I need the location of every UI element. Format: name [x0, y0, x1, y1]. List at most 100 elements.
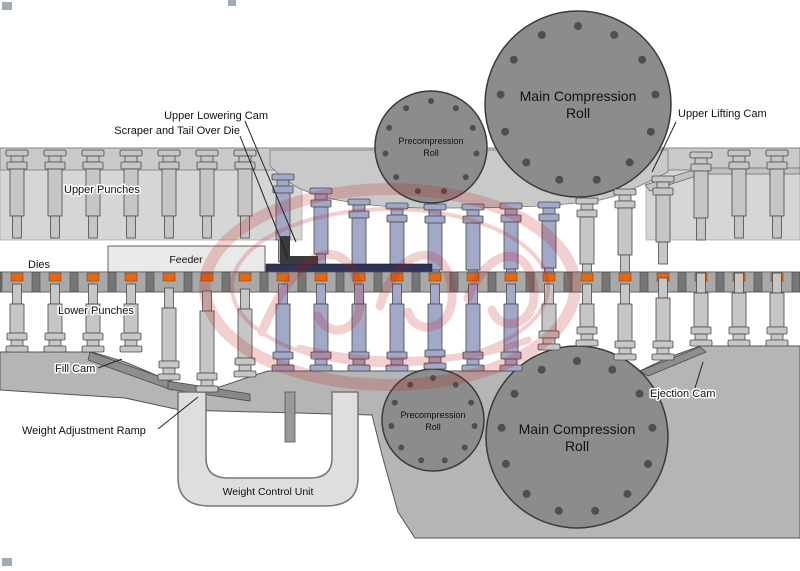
roll-bolt — [468, 399, 475, 406]
roll-bolt — [469, 124, 476, 131]
die-bore-orange — [162, 272, 176, 282]
roll-bolt — [415, 188, 421, 195]
lower-punch — [309, 283, 333, 372]
die — [115, 271, 147, 293]
weight-control-unit-housing — [177, 391, 359, 507]
lower-punch — [765, 272, 789, 347]
lower-punch — [499, 283, 523, 372]
ejection-cam-part — [639, 346, 707, 377]
upper-lowering-cam-leader — [244, 120, 297, 243]
lower-punch — [575, 283, 599, 347]
roll-bolt — [635, 389, 644, 398]
watermark-script-stroke — [257, 250, 365, 337]
bolt-ring — [382, 98, 480, 195]
upper-punch — [195, 149, 219, 239]
roll-bolt — [386, 124, 393, 131]
artifact-mark — [228, 0, 236, 6]
roll-bolt — [608, 365, 617, 374]
label-main-compression-roll-bottom-2: Roll — [565, 438, 589, 454]
roll-bolt — [496, 90, 505, 99]
upper-punch — [119, 149, 143, 239]
die-bore-orange — [352, 272, 366, 282]
roll-bolt — [452, 105, 459, 112]
lower-punch — [423, 283, 447, 370]
roll-bolt — [441, 457, 448, 464]
roll-bolt — [430, 375, 436, 381]
die-bore-orange — [10, 272, 24, 282]
upper-punch — [5, 149, 29, 239]
label-upper-lifting-cam: Upper Lifting Cam — [678, 108, 767, 120]
die-bore-orange — [48, 272, 62, 282]
label-fill-cam: Fill Cam — [55, 363, 95, 375]
roll-bolt — [452, 381, 459, 388]
roll-bolt — [591, 506, 600, 515]
label-weight-adjustment-ramp: Weight Adjustment Ramp — [22, 425, 146, 437]
roll-bolt — [625, 158, 634, 167]
lower-punch — [613, 283, 637, 361]
bolt-ring — [496, 22, 660, 184]
roll-bolt — [510, 389, 519, 398]
die — [571, 271, 603, 293]
upper-punch — [765, 149, 789, 239]
watermark-script-stroke — [375, 250, 457, 332]
roll-bolt — [461, 444, 468, 451]
scraper-and-tail-over-die-part — [280, 236, 318, 264]
roll-bolt — [537, 30, 546, 39]
die-bore-orange — [580, 272, 594, 282]
label-upper-lowering-cam: Upper Lowering Cam — [164, 110, 268, 122]
roll-bolt — [398, 444, 405, 451]
label-weight-control-unit: Weight Control Unit — [223, 486, 314, 498]
roll-bolt — [407, 381, 414, 388]
bolt-ring — [497, 357, 657, 515]
roll-bolt — [646, 127, 655, 136]
roll-bolt — [522, 158, 531, 167]
roll-bolt — [509, 55, 518, 64]
lower-punch — [43, 283, 67, 353]
ejection-cam-leader — [694, 361, 704, 389]
roll-bolt — [537, 365, 546, 374]
lower-punch — [347, 283, 371, 372]
main-compression-roll-bottom — [485, 345, 669, 529]
roll-bolt — [388, 423, 395, 429]
roll-bolt — [391, 399, 398, 406]
label-lower-punches: Lower Punches — [58, 305, 134, 317]
lower-punches-row — [5, 272, 789, 393]
label-precompression-roll-top: Precompression — [398, 136, 463, 146]
roll-bolt — [623, 489, 632, 498]
feeder-box — [107, 245, 266, 273]
roll-bolt — [462, 174, 469, 181]
lower-punch — [271, 283, 295, 372]
upper-punches-row — [5, 149, 789, 293]
label-feeder: Feeder — [169, 254, 203, 266]
lower-punch — [81, 283, 105, 353]
die — [39, 271, 71, 293]
lower-punch — [537, 283, 561, 351]
die-bore-orange — [200, 272, 214, 282]
watermark-script-stroke — [463, 251, 539, 329]
fill-cam-part — [87, 351, 173, 391]
label-scraper-tail-over-die: Scraper and Tail Over Die — [114, 125, 240, 137]
roll-bolt — [428, 98, 434, 104]
watermark-underline-stroke — [296, 336, 532, 364]
lower-punch — [385, 283, 409, 372]
die-bore-orange — [238, 272, 252, 282]
lower-punch — [119, 283, 143, 353]
die — [533, 271, 565, 293]
upper-punch — [651, 175, 675, 265]
die — [1, 271, 33, 293]
roll-bolt — [501, 459, 510, 468]
lower-punch — [727, 272, 751, 347]
die-bore-orange — [504, 272, 518, 282]
die — [495, 271, 527, 293]
roll-bolt — [555, 175, 564, 184]
roll-bolt — [393, 174, 400, 181]
roll-bolt — [573, 357, 581, 365]
label-precompression-roll-top-2: Roll — [423, 148, 439, 158]
roll-bolt — [403, 105, 410, 112]
label-upper-punches: Upper Punches — [64, 184, 140, 196]
die-bore-orange — [428, 272, 442, 282]
die-bore-orange — [542, 272, 556, 282]
upper-punch — [43, 149, 67, 239]
lower-punch — [689, 272, 713, 347]
